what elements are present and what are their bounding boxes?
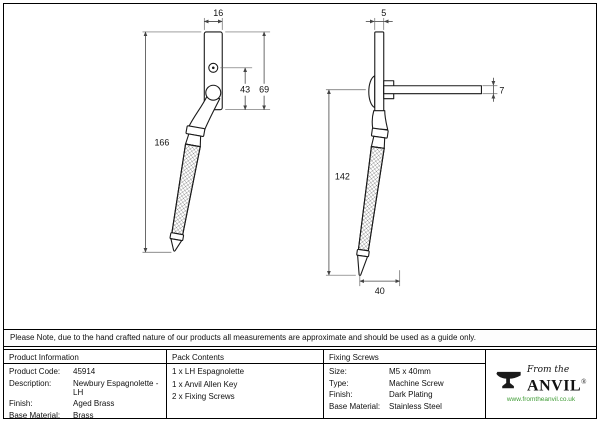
dim-front-hole-label: 43 xyxy=(240,85,250,95)
row-value: Stainless Steel xyxy=(389,401,442,411)
side-boss xyxy=(368,75,376,109)
logo-from-the: From the xyxy=(527,365,570,376)
side-backplate xyxy=(374,31,385,115)
row-value: M5 x 40mm xyxy=(389,367,431,376)
dim-side-spindle-label: 7 xyxy=(499,86,504,96)
dim-front-width-label: 16 xyxy=(213,8,223,18)
row-value: Newbury Espagnolette - LH xyxy=(73,378,159,397)
row-label: Base Material: xyxy=(9,410,61,419)
dim-side-projection-label: 40 xyxy=(375,286,385,296)
table-row: Finish: Dark Plating xyxy=(329,390,480,399)
pack-item: 1 x LH Espagnolette xyxy=(172,367,245,376)
anvil-icon xyxy=(496,371,521,389)
table-row: Size: M5 x 40mm xyxy=(329,367,480,376)
row-label: Finish: xyxy=(9,399,33,408)
side-handle-neck xyxy=(371,110,389,131)
side-grip xyxy=(356,127,389,277)
side-spindle xyxy=(383,85,482,95)
dim-side-spindle: 7 xyxy=(482,77,504,102)
front-view-drawing: 16 166 43 xyxy=(142,8,273,253)
row-value: Machine Screw xyxy=(389,378,444,388)
technical-drawing: 16 166 43 xyxy=(142,8,504,296)
product-info-header: Product Information xyxy=(4,350,166,364)
dim-front-width: 16 xyxy=(203,8,223,30)
table-row: Base Material: Stainless Steel xyxy=(329,402,480,411)
dim-side-overall-label: 142 xyxy=(335,171,350,181)
dim-side-overall: 142 xyxy=(325,89,366,276)
dim-front-overall: 166 xyxy=(142,31,202,253)
table-row: Description: Newbury Espagnolette - LH xyxy=(9,379,161,397)
row-label: Description: xyxy=(9,378,52,388)
row-value: Aged Brass xyxy=(73,399,115,408)
table-row: Base Material: Brass xyxy=(9,411,161,419)
row-value: Brass xyxy=(73,410,94,419)
note-bar: Please Note, due to the hand crafted nat… xyxy=(4,329,596,347)
table-row: Finish: Aged Brass xyxy=(9,399,161,408)
front-handle-boss xyxy=(205,84,222,101)
logo-anvil-wordmark: ANVIL® xyxy=(527,377,587,395)
brand-logo-cell: From the ANVIL® www.fromtheanvil.co.uk xyxy=(486,350,596,418)
pack-item: 1 x Anvil Allen Key xyxy=(172,379,238,389)
front-screw-hole-center xyxy=(211,66,215,70)
product-info-column: Product Information Product Code: 45914 … xyxy=(4,350,167,418)
front-grip xyxy=(169,125,206,252)
dim-side-projection: 40 xyxy=(359,270,401,296)
technical-drawing-area: 16 166 43 xyxy=(4,4,596,329)
row-value: 45914 xyxy=(73,367,96,376)
side-view-drawing: 5 7 142 xyxy=(325,8,504,296)
logo-url: www.fromtheanvil.co.uk xyxy=(506,395,576,403)
row-label: Product Code: xyxy=(9,367,61,376)
spec-sheet: 16 166 43 xyxy=(3,3,597,419)
pack-item: 2 x Fixing Screws xyxy=(172,392,235,401)
pack-contents-header: Pack Contents xyxy=(167,350,323,364)
row-label: Type: xyxy=(329,378,349,388)
pack-contents-column: Pack Contents 1 x LH Espagnolette 1 x An… xyxy=(167,350,324,418)
row-label: Finish: xyxy=(329,390,353,399)
dim-front-plate: 43 69 xyxy=(220,31,273,111)
dim-side-thickness-label: 5 xyxy=(381,8,386,18)
row-label: Base Material: xyxy=(329,401,381,411)
table-row: Type: Machine Screw xyxy=(329,379,480,388)
front-handle-neck xyxy=(188,95,221,132)
row-value: Dark Plating xyxy=(389,390,433,399)
dim-front-overall-label: 166 xyxy=(154,138,169,148)
fixing-screws-column: Fixing Screws Size: M5 x 40mm Type: Mach… xyxy=(324,350,486,418)
dim-front-plate-label: 69 xyxy=(259,85,269,95)
spec-table: Product Information Product Code: 45914 … xyxy=(4,349,596,418)
registered-trademark-icon: ® xyxy=(581,378,587,387)
table-row: Product Code: 45914 xyxy=(9,367,161,376)
row-label: Size: xyxy=(329,367,347,376)
dim-side-thickness: 5 xyxy=(365,8,393,30)
fixing-screws-header: Fixing Screws xyxy=(324,350,485,364)
